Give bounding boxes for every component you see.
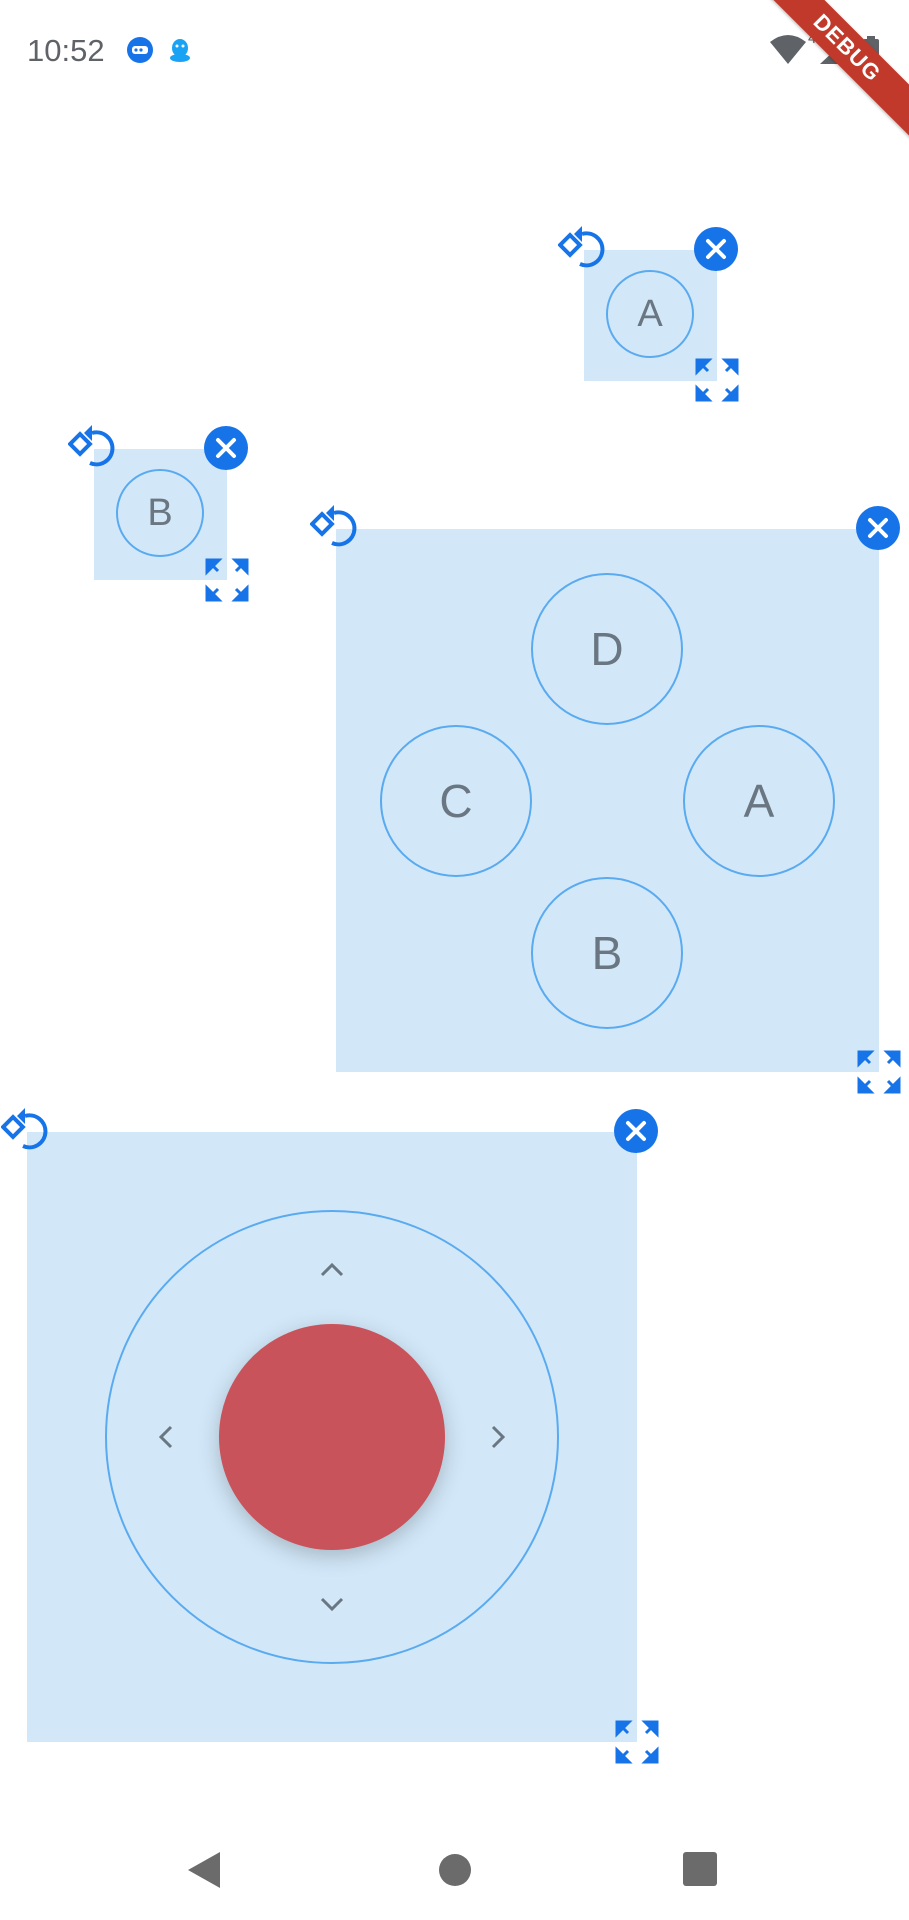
abcd-pad-panel[interactable]: D C A B bbox=[336, 529, 879, 1072]
status-time: 10:52 bbox=[27, 33, 105, 68]
joystick-ring[interactable] bbox=[105, 1210, 559, 1664]
recents-button[interactable] bbox=[683, 1852, 717, 1891]
chevron-right-icon bbox=[489, 1423, 509, 1456]
button-b[interactable]: B bbox=[531, 877, 683, 1029]
button-c-label: C bbox=[439, 775, 473, 827]
rotate-icon[interactable] bbox=[557, 224, 610, 281]
chevron-left-icon bbox=[155, 1423, 175, 1456]
qq-penguin-icon bbox=[166, 36, 194, 64]
joystick-knob[interactable] bbox=[219, 1324, 445, 1550]
rotate-icon[interactable] bbox=[0, 1106, 53, 1163]
chevron-up-icon bbox=[318, 1259, 346, 1284]
bluetooth-badge-icon bbox=[126, 36, 154, 64]
small-b-button[interactable]: B bbox=[116, 469, 204, 557]
status-bar: 10:52 4G bbox=[0, 0, 909, 100]
small-b-panel[interactable]: B bbox=[94, 449, 227, 580]
resize-expand-icon[interactable] bbox=[857, 1050, 901, 1099]
button-c[interactable]: C bbox=[380, 725, 532, 877]
resize-expand-icon[interactable] bbox=[205, 558, 249, 607]
wifi-icon bbox=[768, 34, 808, 71]
resize-expand-icon[interactable] bbox=[615, 1720, 659, 1769]
joystick-panel[interactable] bbox=[27, 1132, 637, 1742]
close-icon[interactable] bbox=[694, 227, 738, 271]
small-b-label: B bbox=[147, 491, 173, 534]
button-a[interactable]: A bbox=[683, 725, 835, 877]
rotate-icon[interactable] bbox=[67, 423, 120, 480]
button-d[interactable]: D bbox=[531, 573, 683, 725]
small-a-label: A bbox=[637, 292, 663, 335]
button-a-label: A bbox=[743, 775, 775, 827]
small-a-panel[interactable]: A bbox=[584, 250, 717, 381]
back-button[interactable] bbox=[186, 1850, 222, 1895]
button-d-label: D bbox=[590, 623, 624, 675]
navigation-bar bbox=[0, 1820, 909, 1920]
rotate-icon[interactable] bbox=[309, 503, 362, 560]
home-button[interactable] bbox=[437, 1852, 473, 1893]
close-icon[interactable] bbox=[856, 506, 900, 550]
chevron-down-icon bbox=[318, 1595, 346, 1620]
small-a-button[interactable]: A bbox=[606, 270, 694, 358]
resize-expand-icon[interactable] bbox=[695, 358, 739, 407]
close-icon[interactable] bbox=[204, 426, 248, 470]
button-b-label: B bbox=[591, 927, 623, 979]
close-icon[interactable] bbox=[614, 1109, 658, 1153]
